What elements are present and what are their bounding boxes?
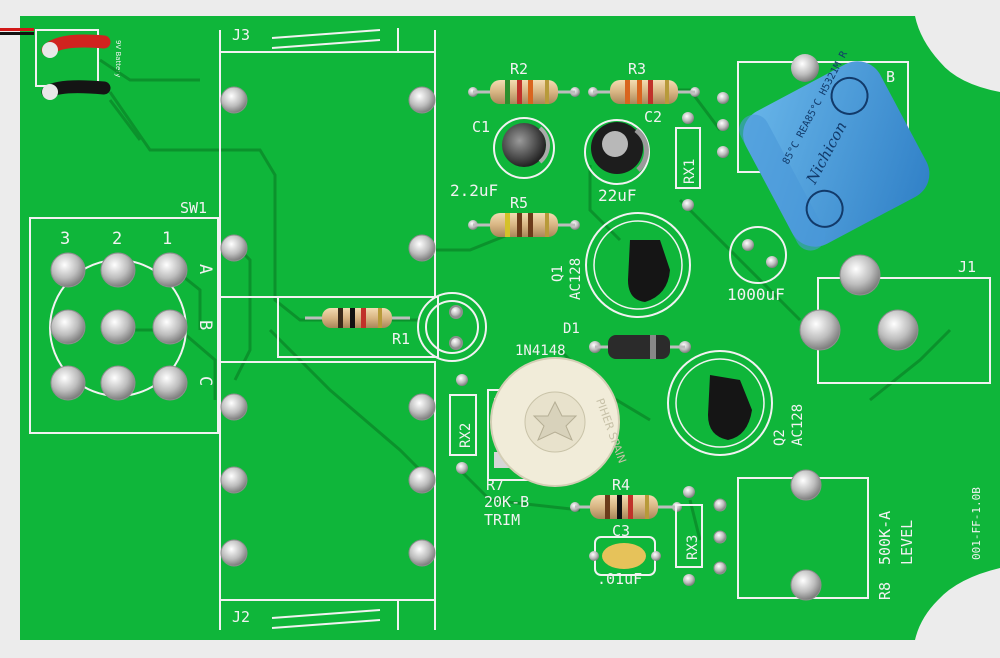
label-rx1: RX1 [682, 159, 698, 184]
label-r1: R1 [392, 330, 410, 348]
resistor-r3 [588, 80, 700, 104]
label-q2-type: AC128 [790, 404, 806, 446]
capacitor-c1 [493, 117, 555, 179]
label-r8-note: LEVEL [898, 520, 916, 565]
label-c1-value: 2.2uF [450, 181, 498, 200]
label-c2: C2 [644, 108, 662, 126]
capacitor-c2 [584, 119, 650, 185]
label-r3: R3 [628, 60, 646, 78]
resistor-r4 [570, 495, 682, 519]
label-c1: C1 [472, 118, 490, 136]
capacitor-c3 [589, 536, 661, 576]
r1-outline [277, 296, 439, 358]
label-c3: C3 [612, 522, 630, 540]
label-r5: R5 [510, 194, 528, 212]
battery-wires [0, 28, 111, 100]
label-j1: J1 [958, 258, 976, 276]
transistor-q2 [667, 350, 773, 456]
led-footprint [417, 292, 487, 362]
diode-d1 [589, 335, 691, 359]
resistor-rx2 [449, 374, 477, 474]
resistor-rx3 [675, 486, 703, 586]
label-r8: R8 [876, 582, 894, 600]
label-d1-type: 1N4148 [515, 343, 566, 359]
resistor-r2 [468, 80, 580, 104]
trimmer-r7 [487, 357, 620, 487]
label-j3: J3 [232, 26, 250, 44]
label-j2: J2 [232, 608, 250, 626]
transistor-q1 [585, 212, 691, 318]
resistor-r1 [305, 308, 410, 328]
switch-sw1 [29, 217, 219, 434]
resistor-r5 [468, 213, 580, 237]
sw-col-2: 2 [112, 229, 122, 249]
label-r7: R7 [486, 476, 504, 494]
board-version: 001-FF-1.0B [970, 487, 983, 560]
label-r8-value: 500K-A [876, 511, 894, 565]
resistor-rx1 [675, 112, 701, 211]
capacitor-1000uf [739, 61, 930, 251]
sw-row-a: A [195, 264, 215, 274]
label-c2-value: 22uF [598, 186, 637, 205]
label-r2: R2 [510, 60, 528, 78]
sw-row-c: C [195, 376, 215, 386]
label-q2: Q2 [772, 429, 788, 446]
battery-label: 9V Battery [114, 40, 122, 77]
label-d1: D1 [563, 321, 580, 337]
sw-row-b: B [195, 320, 215, 330]
label-rx2: RX2 [458, 423, 474, 448]
label-sw1: SW1 [180, 199, 207, 217]
sw-col-3: 3 [60, 229, 70, 249]
label-r7-note: TRIM [484, 511, 520, 529]
label-r4: R4 [612, 476, 630, 494]
label-c4-value: 1000uF [727, 285, 785, 304]
label-q1: Q1 [550, 265, 566, 282]
label-rx3: RX3 [685, 535, 701, 560]
label-c3-value: .01uF [597, 570, 642, 588]
jack-j1 [799, 254, 991, 384]
label-b: B [886, 68, 895, 86]
label-r7-value: 20K-B [484, 493, 529, 511]
label-q1-type: AC128 [568, 258, 584, 300]
jack-pads [220, 86, 436, 567]
pot-r8 [713, 469, 869, 601]
sw-col-1: 1 [162, 229, 172, 249]
